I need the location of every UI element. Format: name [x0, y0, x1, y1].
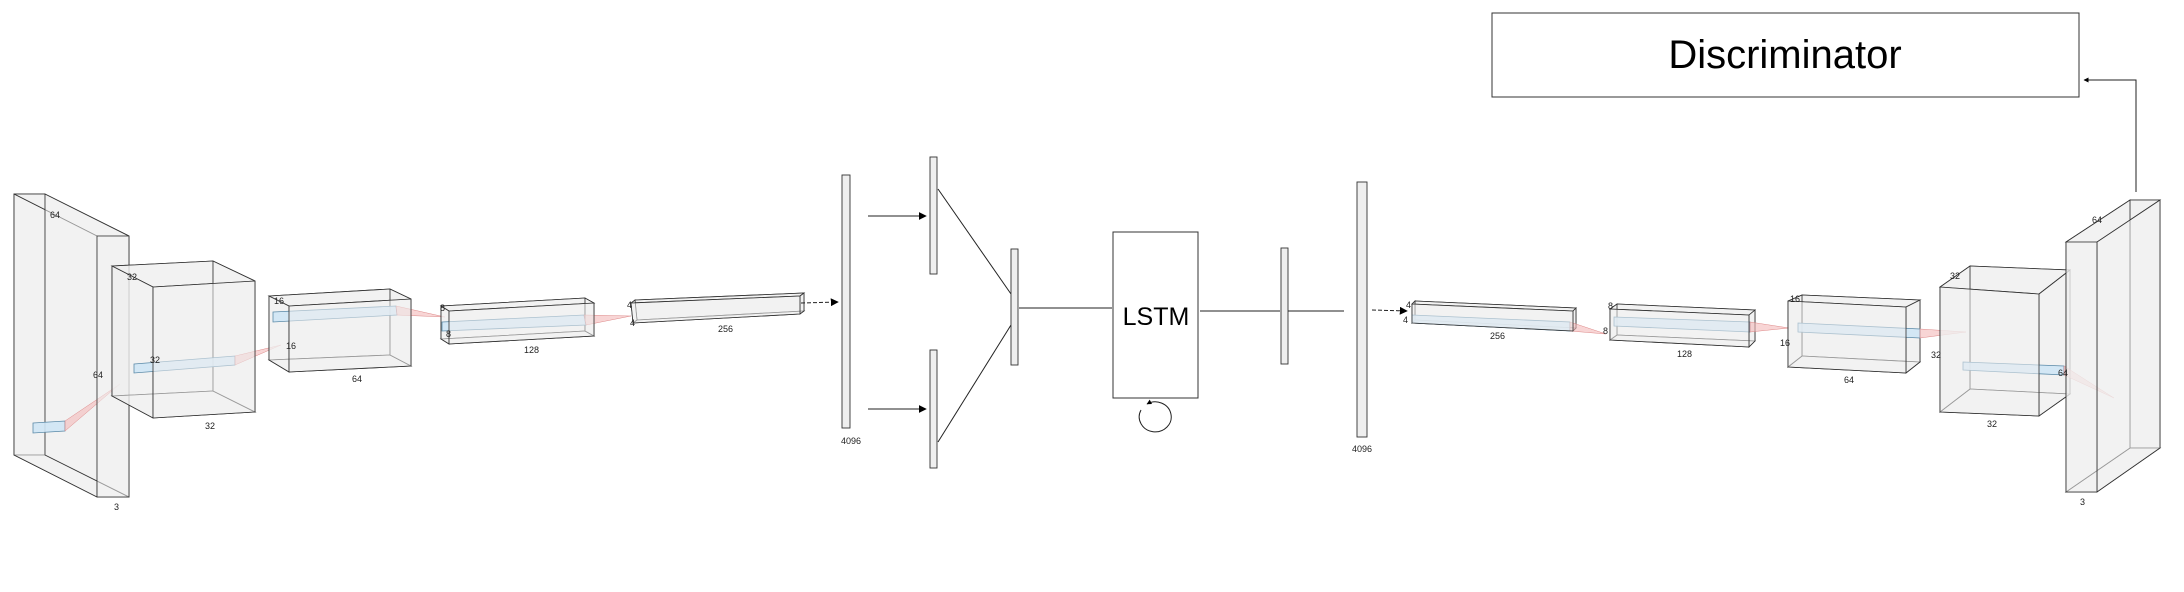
- front-face: [152, 280, 256, 419]
- dec-block-3: [1786, 294, 1967, 374]
- dec-b2-bottom: 128: [1677, 349, 1692, 359]
- dec-b1-side: 4: [1403, 315, 1408, 325]
- encoder-flat-vector: [841, 174, 851, 429]
- enc-b3-top: 16: [274, 296, 284, 306]
- enc-block-3: [267, 288, 446, 373]
- dec-b3-side: 16: [1780, 338, 1790, 348]
- dec-b4-top: 32: [1950, 271, 1960, 281]
- discriminator-arrow: [2083, 77, 2137, 192]
- dec-b5-height: 64: [2092, 215, 2102, 225]
- dec-block-4: [1938, 265, 2115, 417]
- dec-b4-kernel: 64: [2058, 368, 2068, 378]
- right-face: [2038, 269, 2071, 417]
- lstm-box: LSTM: [1112, 231, 1199, 399]
- decoder-reshape-arrow: [1371, 306, 1408, 315]
- conv-kernel: [32, 420, 66, 434]
- enc-b4-side: 8: [446, 329, 451, 339]
- receptive-field-cone: [1569, 321, 1607, 335]
- discriminator-label: Discriminator: [1668, 33, 1901, 77]
- enc-b5-bottom: 256: [718, 324, 733, 334]
- lstm-recurrent-loop-icon: [1138, 399, 1172, 433]
- enc-block-2: [110, 260, 282, 419]
- enc-b2-bottom: 32: [205, 421, 215, 431]
- dec-b1-top: 4: [1406, 300, 1411, 310]
- encoder-flat-label: 4096: [841, 436, 861, 446]
- front-face: [288, 298, 412, 373]
- latent-vector: [1010, 248, 1019, 366]
- dec-b3-top: 16: [1790, 294, 1800, 304]
- front-face: [2065, 241, 2098, 493]
- dec-b1-bottom: 256: [1490, 331, 1505, 341]
- enc-b5-top: 4: [627, 300, 632, 310]
- left-face: [268, 295, 290, 373]
- decoder-latent-vector: [1280, 247, 1289, 365]
- mu-to-latent-line: [937, 188, 1012, 295]
- enc-b3-side: 16: [286, 341, 296, 351]
- right-face: [2096, 199, 2161, 493]
- conv-blocks: [13, 193, 2162, 498]
- right-face: [799, 292, 805, 315]
- front-face: [448, 302, 595, 345]
- dec-block-5: [2064, 199, 2162, 493]
- decoder-flat-vector: [1356, 181, 1368, 438]
- front-face: [1939, 286, 2040, 417]
- enc-b2-top: 32: [127, 272, 137, 282]
- dec-b5-channels: 3: [2080, 497, 2085, 507]
- enc-b3-bottom: 64: [352, 374, 362, 384]
- dec-b4-side: 32: [1931, 350, 1941, 360]
- dec-block-2: [1608, 303, 1790, 348]
- enc-b4-top: 8: [440, 303, 445, 313]
- dec-b3-bottom: 64: [1844, 375, 1854, 385]
- dec-b1-next: 8: [1603, 326, 1608, 336]
- dec-b4-bottom: 32: [1987, 419, 1997, 429]
- enc-b2-kernel: 32: [150, 355, 160, 365]
- encoder-flatten-arrow: [800, 298, 839, 307]
- enc-b5-side: 4: [630, 318, 635, 328]
- front-face: [1609, 308, 1750, 348]
- mu-vector: [929, 156, 938, 275]
- front-face: [630, 295, 801, 324]
- enc-b4-bottom: 128: [524, 345, 539, 355]
- enc-b1-height: 64: [50, 210, 60, 220]
- enc-b1-width: 64: [93, 370, 103, 380]
- enc-b1-channels: 3: [114, 502, 119, 512]
- enc-block-5: [629, 292, 806, 324]
- dec-block-1: [1411, 300, 1607, 335]
- front-face: [1787, 300, 1907, 374]
- receptive-field-cone: [1749, 321, 1790, 333]
- sigma-to-latent-line: [937, 324, 1012, 443]
- left-face: [111, 265, 154, 419]
- discriminator-box: Discriminator: [1491, 12, 2080, 98]
- sigma-vector: [929, 349, 938, 469]
- dimension-labels: 64 64 3 32 32 32 16 16 64 8 8 128 4 4 25…: [50, 210, 2102, 512]
- dec-b2-top: 8: [1608, 301, 1613, 311]
- decoder-flat-label: 4096: [1352, 444, 1372, 454]
- enc-block-4: [439, 297, 632, 345]
- lstm-label: LSTM: [1123, 303, 1190, 331]
- front-face: [1411, 303, 1574, 332]
